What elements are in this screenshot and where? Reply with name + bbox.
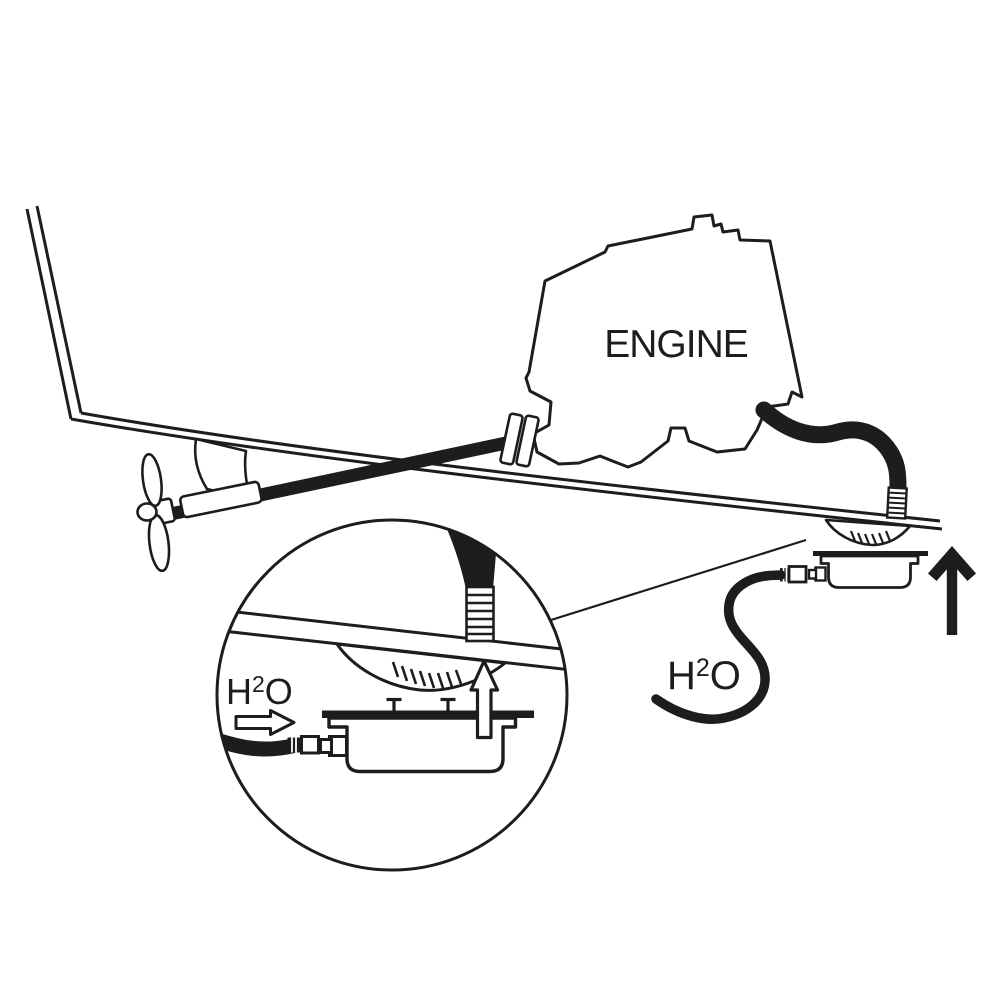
strainer-inlet-nipple-tip (807, 568, 818, 580)
hull-scoop-strainer (824, 518, 912, 547)
propeller-blade-top (141, 452, 163, 508)
hose-end-fitting (787, 565, 808, 584)
detail-inlet-nipple-tip (319, 738, 333, 754)
water-label-main-sup: 2 (696, 654, 710, 682)
detail-strainer-box-body (327, 716, 518, 774)
detail-ribbed-pipe (465, 585, 495, 643)
detail-circle-outline (215, 518, 569, 872)
detail-strainer-fitting (319, 697, 534, 774)
detail-flange-bolts (386, 697, 456, 711)
detail-hose-clamp (287, 737, 302, 753)
propeller (136, 452, 171, 573)
detail-hose-end-fitting (300, 735, 320, 755)
engine-intake-hose (755, 401, 907, 496)
water-label-detail: H2O (226, 671, 293, 712)
shaft-coupling-flange-rear (499, 412, 524, 466)
detail-flow-up-arrow-icon (469, 659, 500, 740)
engine-label: ENGINE (604, 323, 748, 366)
hull-bow-stem-outer-line (25, 208, 73, 420)
detail-circle-view: H2O (215, 518, 569, 872)
propeller-shaft-assembly (136, 412, 540, 573)
install-up-arrow-icon (928, 546, 976, 635)
exploded-strainer-fitting (651, 551, 928, 724)
stern-tube-sleeve (179, 480, 263, 519)
detail-leader-line (550, 538, 807, 622)
water-label-main: H2O (667, 654, 741, 698)
detail-inlet-right-arrow-icon (234, 709, 296, 736)
detail-flange-plate (322, 710, 534, 718)
propeller-hub-nut (136, 502, 158, 522)
water-label-detail-base: H (226, 671, 252, 712)
hull-bottom-outer-line (70, 417, 943, 531)
scoop-strainer-slots (849, 530, 892, 545)
shaft-coupling-flange-front (515, 414, 540, 468)
water-supply-hose (651, 570, 786, 724)
through-hull-ribbed-pipe (885, 486, 908, 520)
hull-bow-stem-inner-line (35, 205, 83, 414)
water-label-detail-sup: 2 (252, 671, 265, 697)
detail-hull-outer-line (218, 607, 566, 652)
detail-strainer-slots (391, 661, 463, 689)
water-label-main-base: H (667, 654, 696, 698)
strainer-box-body (819, 554, 920, 589)
water-label-detail-tail: O (265, 671, 293, 712)
water-label-main-tail: O (710, 654, 741, 698)
